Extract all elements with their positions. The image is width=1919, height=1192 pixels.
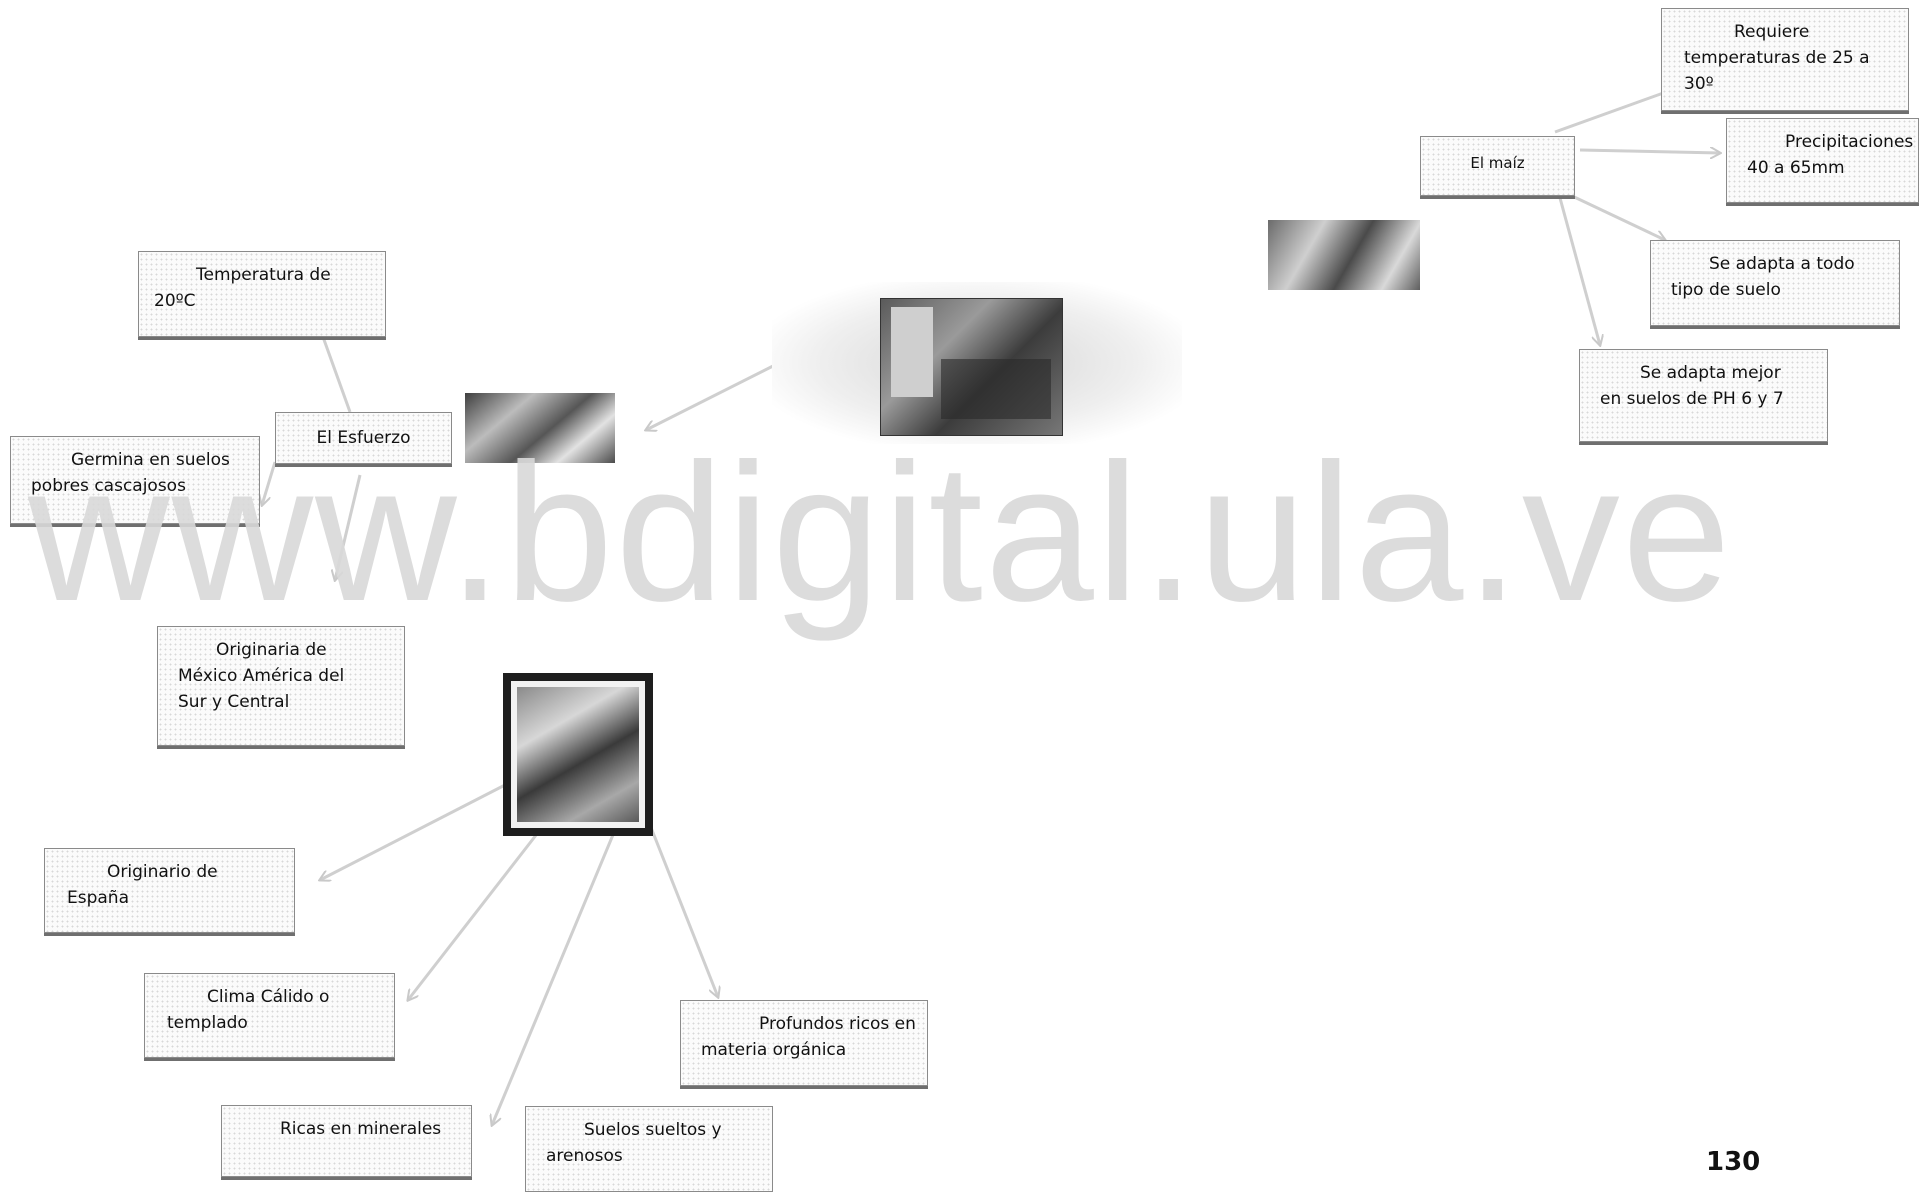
arrow-photo-profundos	[648, 824, 718, 997]
node-esfuerzo-line-1: El Esfuerzo	[316, 428, 411, 448]
node-suelos-sueltos-line-1: Suelos sueltos y	[584, 1120, 722, 1140]
arrow-photo-ricas	[492, 829, 617, 1125]
node-adapta-suelo-line-2: tipo de suelo	[1671, 280, 1781, 300]
maiz-photo	[1268, 220, 1420, 290]
node-clima-line-2: templado	[167, 1013, 248, 1033]
node-germina: Germina en suelos pobres cascajosos	[10, 436, 260, 524]
node-originario-espana-line-2: España	[67, 888, 129, 908]
esfuerzo-photo	[465, 393, 615, 463]
node-temperatura20-line-1: Temperatura de	[196, 265, 331, 285]
node-adapta-suelo: Se adapta a todo tipo de suelo	[1650, 240, 1900, 326]
node-temperaturas: Requiere temperaturas de 25 a 30º	[1661, 8, 1909, 111]
arrow-maiz-adapta-ph	[1558, 197, 1600, 345]
node-originaria-mexico-line-2: México América del	[178, 666, 345, 686]
node-ricas: Ricas en minerales	[221, 1105, 472, 1177]
center-photo	[880, 298, 1063, 436]
node-maiz: El maíz	[1420, 136, 1575, 196]
node-precipitaciones-line-1: Precipitaciones	[1785, 132, 1914, 152]
node-profundos: Profundos ricos en materia orgánica	[680, 1000, 928, 1086]
node-adapta-suelo-line-1: Se adapta a todo	[1709, 254, 1855, 274]
arrow-maiz-adapta-suelo	[1569, 193, 1665, 240]
arrow-photo-clima	[408, 829, 542, 1000]
arrow-esfuerzo-originaria	[335, 474, 362, 580]
node-originario-espana-line-1: Originario de	[107, 862, 218, 882]
framed-photo	[503, 673, 653, 836]
node-temperatura20-line-2: 20ºC	[154, 291, 196, 311]
arrow-esfuerzo-temperatura	[318, 323, 352, 413]
node-adapta-ph-line-1: Se adapta mejor	[1640, 363, 1781, 383]
node-temperatura20: Temperatura de 20ºC	[138, 251, 386, 337]
node-suelos-sueltos: Suelos sueltos y arenosos	[525, 1106, 773, 1192]
node-originaria-mexico: Originaria de México América del Sur y C…	[157, 626, 405, 746]
node-originaria-mexico-line-3: Sur y Central	[178, 692, 290, 712]
arrow-esfuerzo-germina	[262, 461, 277, 505]
node-precipitaciones-line-2: 40 a 65mm	[1747, 158, 1845, 178]
arrow-center-esfuerzo	[646, 363, 776, 430]
node-suelos-sueltos-line-2: arenosos	[546, 1146, 623, 1166]
node-germina-line-2: pobres cascajosos	[31, 476, 186, 496]
node-profundos-line-2: materia orgánica	[701, 1040, 847, 1060]
node-temperaturas-line-1: Requiere	[1734, 22, 1810, 42]
node-esfuerzo: El Esfuerzo	[275, 412, 452, 464]
node-originario-espana: Originario de España	[44, 848, 295, 933]
node-adapta-ph-line-2: en suelos de PH 6 y 7	[1600, 389, 1784, 409]
node-profundos-line-1: Profundos ricos en	[759, 1014, 916, 1034]
node-adapta-ph: Se adapta mejor en suelos de PH 6 y 7	[1579, 349, 1828, 442]
arrow-photo-espana	[320, 783, 506, 880]
node-temperaturas-line-2: temperaturas de 25 a	[1684, 48, 1870, 68]
node-precipitaciones: Precipitaciones 40 a 65mm	[1726, 118, 1919, 203]
arrow-maiz-precipitaciones	[1579, 150, 1720, 153]
node-maiz-line-1: El maíz	[1470, 154, 1525, 172]
node-ricas-line-1: Ricas en minerales	[280, 1119, 442, 1139]
node-originaria-mexico-line-1: Originaria de	[216, 640, 327, 660]
page-number: 130	[1706, 1147, 1761, 1177]
node-temperaturas-line-3: 30º	[1684, 74, 1714, 94]
node-clima: Clima Cálido o templado	[144, 973, 395, 1058]
node-clima-line-1: Clima Cálido o	[207, 987, 330, 1007]
node-germina-line-1: Germina en suelos	[71, 450, 230, 470]
